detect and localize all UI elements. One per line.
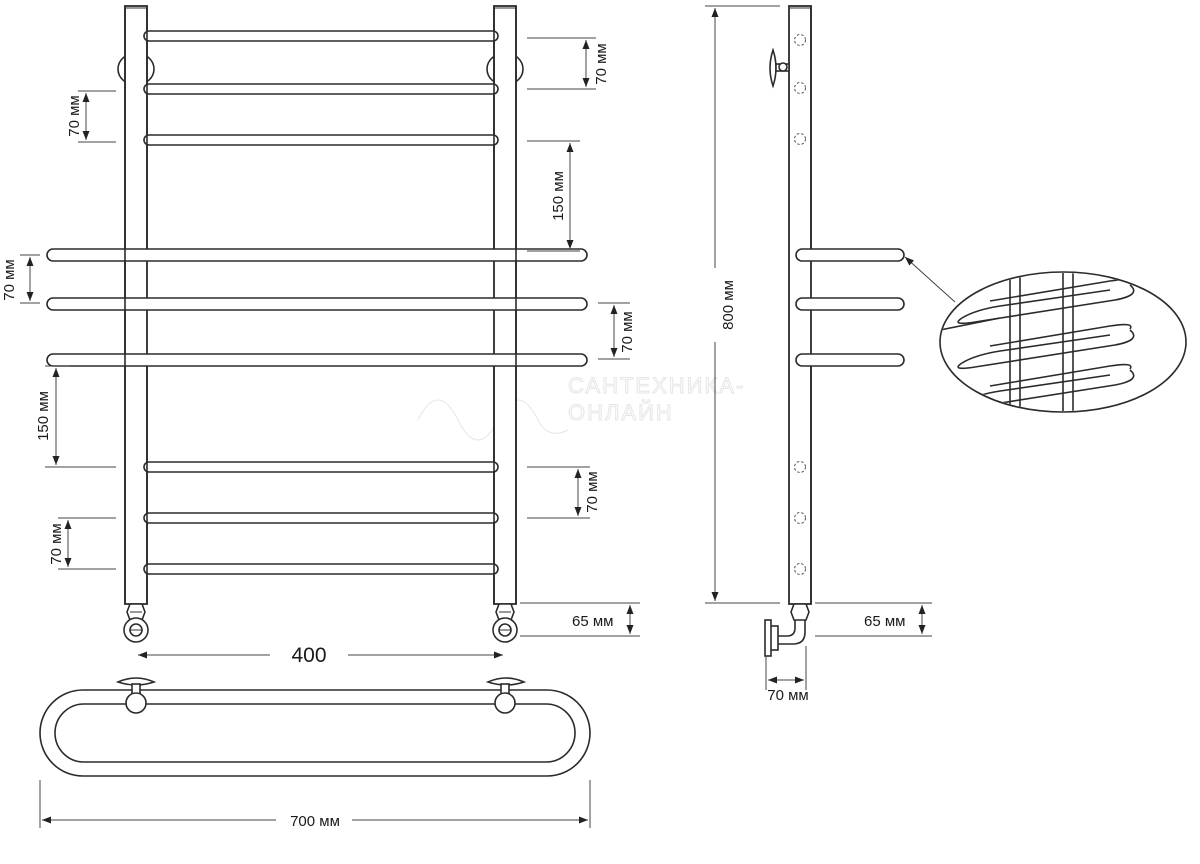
dim-wall-offset-70: 70 мм — [765, 646, 809, 704]
dim-upper-left-70: 70 мм — [66, 90, 116, 143]
detail-callout — [939, 271, 1187, 413]
dim-connection-65-label: 65 мм — [572, 613, 613, 630]
bar-4 — [143, 461, 499, 473]
dim-height: 800 мм — [705, 5, 780, 604]
bar-6 — [143, 563, 499, 575]
side-arm-1 — [795, 248, 905, 262]
wide-bar-3 — [46, 353, 588, 367]
side-view: 800 мм 65 мм 70 мм — [705, 5, 956, 704]
hole-3 — [794, 133, 806, 145]
dim-wall-offset-70-label: 70 мм — [767, 687, 808, 704]
top-holder-left — [115, 677, 157, 714]
dim-width: 700 мм — [39, 780, 591, 830]
hole-6 — [794, 563, 806, 575]
watermark: САНТЕХНИКА- ОНЛАЙН — [417, 373, 745, 441]
bar-5 — [143, 512, 499, 524]
wide-bar-2 — [46, 297, 588, 311]
hole-1 — [794, 34, 806, 46]
dim-lower-left-70-label: 70 мм — [48, 523, 65, 564]
front-view: 70 мм 70 мм 150 мм 70 мм 70 мм — [1, 5, 640, 667]
dim-side-connection-65: 65 мм — [815, 602, 932, 637]
dim-wide-left-70-label: 70 мм — [1, 259, 18, 300]
dim-upper-right-70: 70 мм — [527, 37, 610, 90]
top-loop-inner — [54, 703, 576, 763]
dim-upper-right-70-label: 70 мм — [593, 43, 610, 84]
bar-2 — [143, 83, 499, 95]
dim-lower-left-70: 70 мм — [48, 517, 116, 570]
top-holder-right — [485, 677, 527, 714]
dim-right-150: 150 мм — [527, 140, 580, 252]
hole-2 — [794, 82, 806, 94]
hole-4 — [794, 461, 806, 473]
top-view: 700 мм — [39, 677, 591, 830]
bar-3 — [143, 134, 499, 146]
wide-bar-1 — [46, 248, 588, 262]
connector-left — [123, 603, 149, 643]
dim-connection-65: 65 мм — [520, 602, 640, 637]
detail-ellipse — [939, 271, 1187, 413]
side-connector — [764, 603, 810, 657]
dim-lower-left-150: 150 мм — [35, 365, 116, 468]
watermark-line1: САНТЕХНИКА- — [568, 373, 745, 398]
dim-upper-left-70-label: 70 мм — [66, 95, 83, 136]
connector-right — [492, 603, 518, 643]
dim-height-label: 800 мм — [720, 280, 737, 330]
dim-wide-right-70: 70 мм — [598, 302, 636, 360]
side-wall-bracket — [769, 47, 790, 89]
dim-lower-right-70-label: 70 мм — [584, 471, 601, 512]
detail-leader — [904, 256, 956, 303]
dim-lower-left-150-label: 150 мм — [35, 391, 52, 441]
side-arm-2 — [795, 297, 905, 311]
dim-lower-right-70: 70 мм — [527, 466, 601, 519]
hole-5 — [794, 512, 806, 524]
dim-center-distance-label: 400 — [291, 644, 326, 667]
dim-center-distance: 400 — [138, 644, 503, 667]
watermark-line2: ОНЛАЙН — [568, 400, 674, 425]
dim-wide-right-70-label: 70 мм — [619, 311, 636, 352]
dim-wide-left-70: 70 мм — [1, 254, 40, 304]
dim-side-connection-65-label: 65 мм — [864, 613, 905, 630]
bar-1 — [143, 30, 499, 42]
side-arm-3 — [795, 353, 905, 367]
top-loop-outer — [39, 689, 591, 777]
dim-width-label: 700 мм — [290, 813, 340, 830]
dim-right-150-label: 150 мм — [550, 171, 567, 221]
